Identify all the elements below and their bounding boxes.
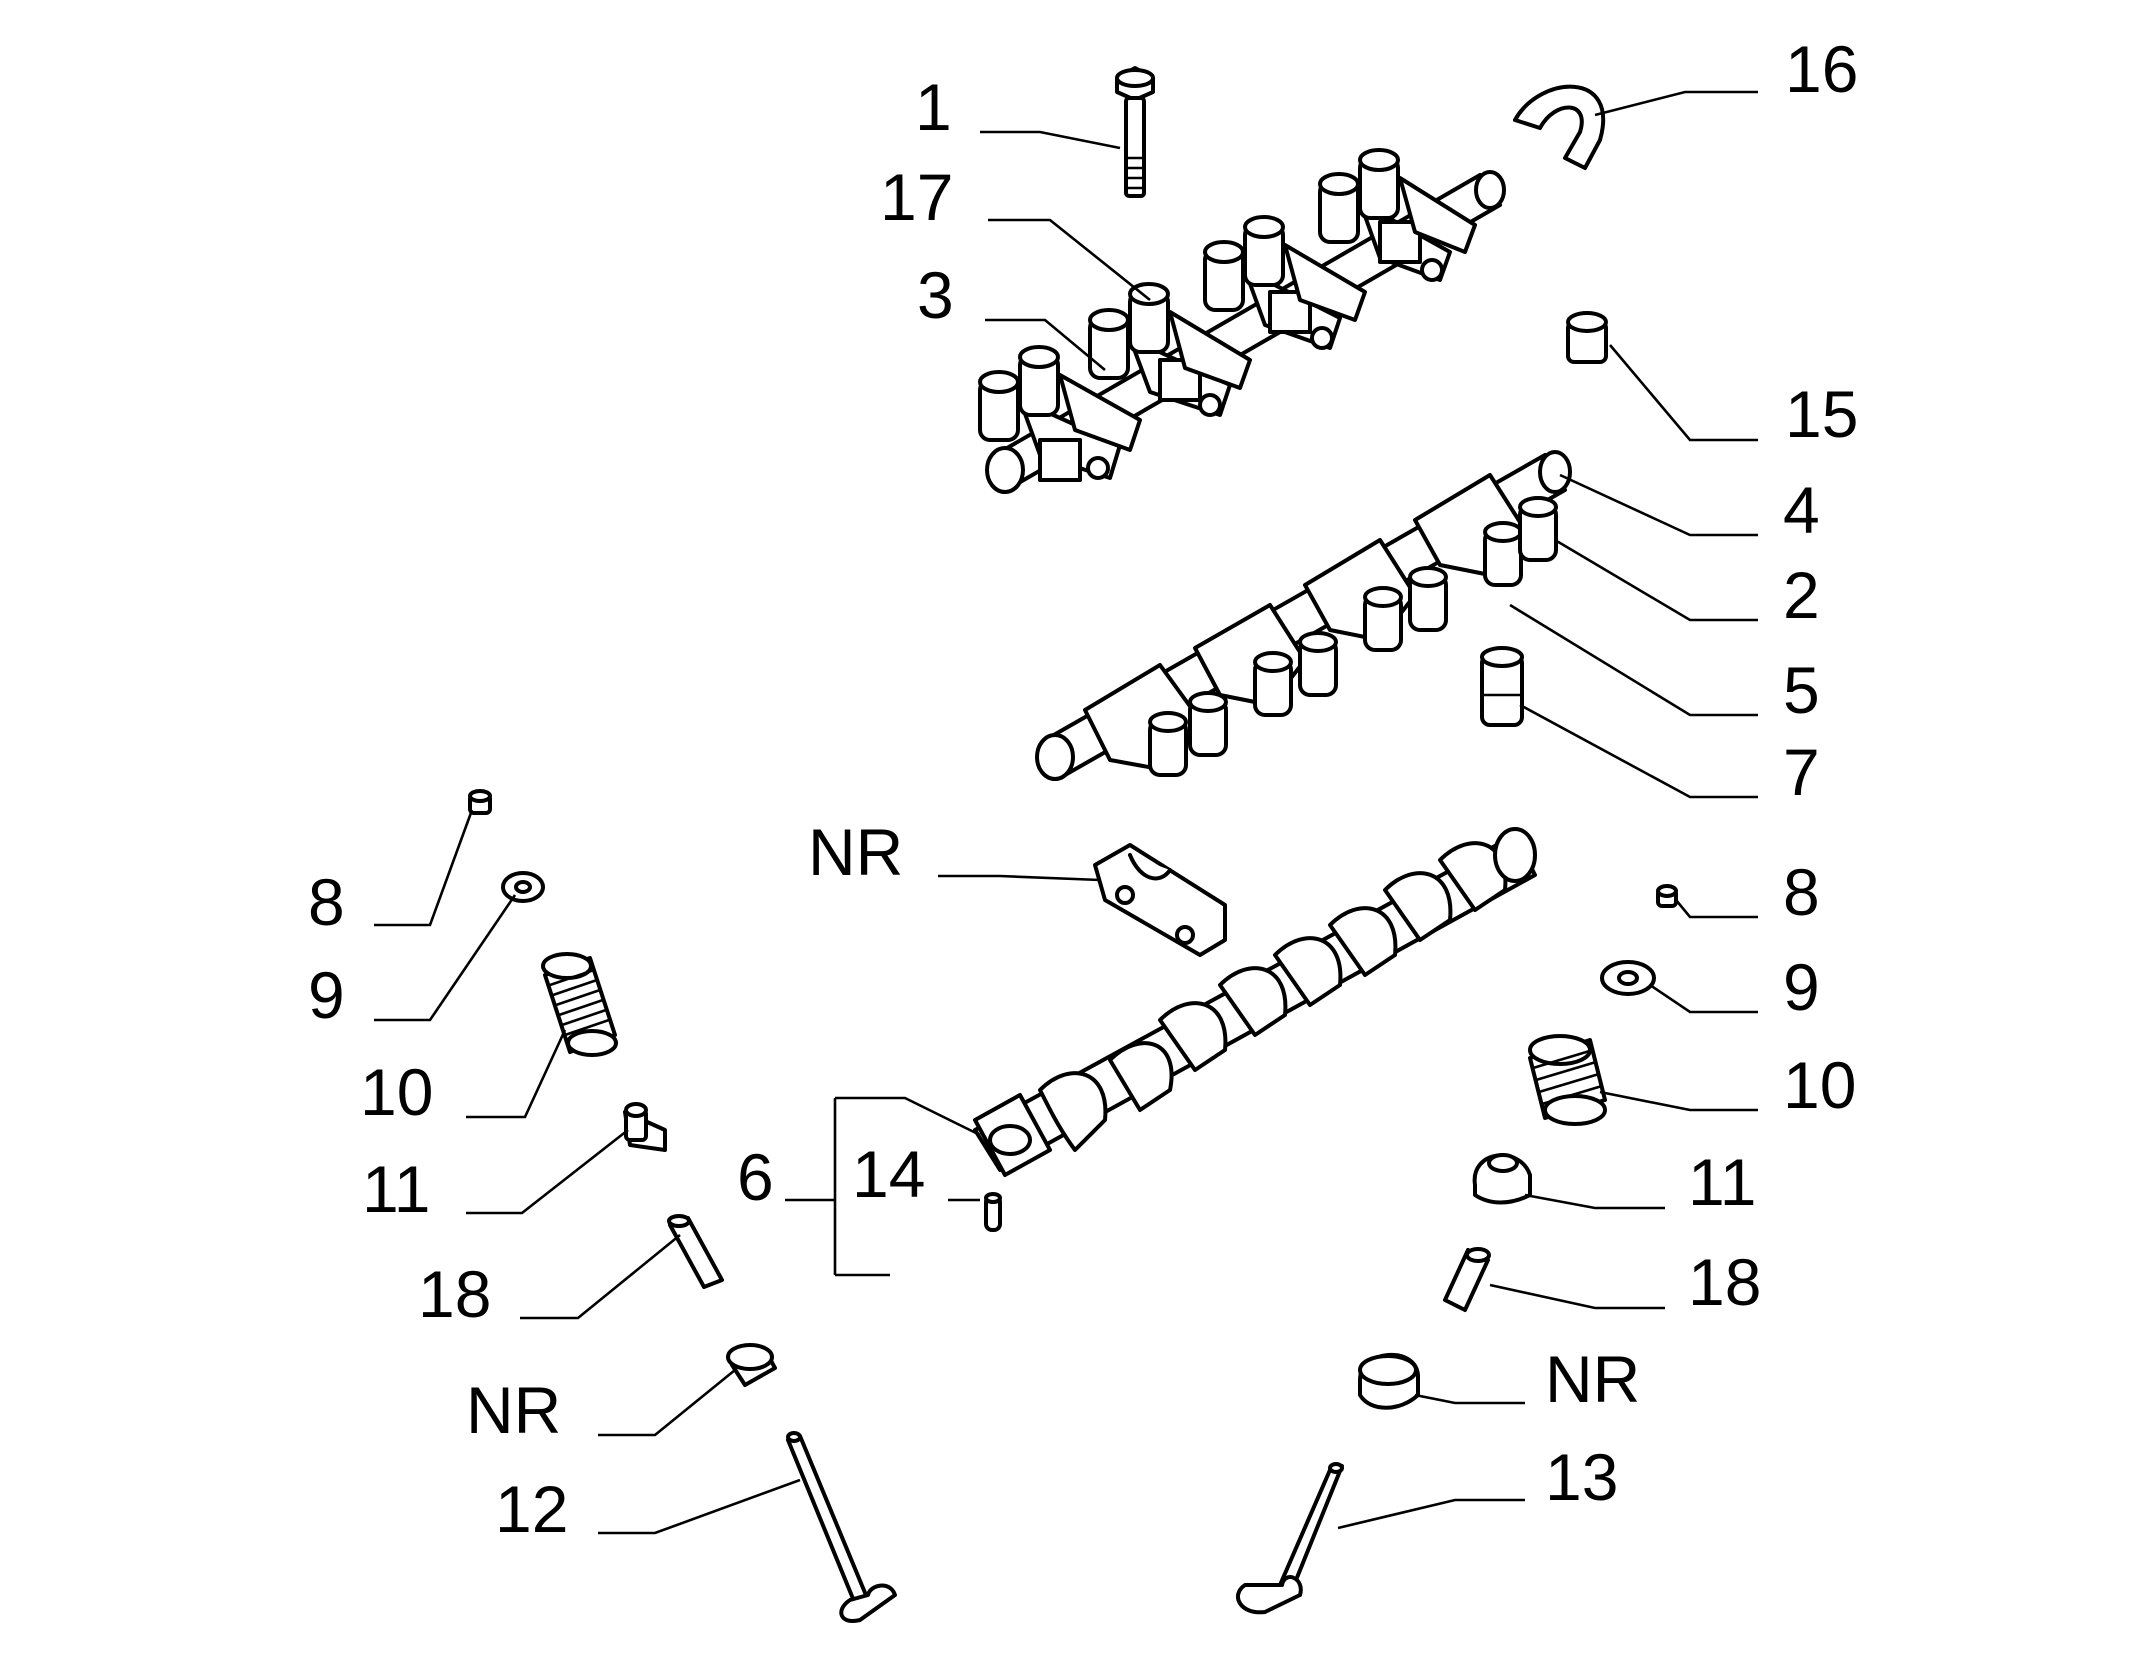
label-15: 15 <box>1785 377 1858 451</box>
exhaust-valve-part <box>1235 1462 1344 1615</box>
right-nr-ring-part <box>1358 1352 1420 1410</box>
label-nr-left: NR <box>466 1373 561 1447</box>
label-10-left: 10 <box>360 1055 433 1129</box>
left-valve-stem-seal-part <box>623 1102 667 1152</box>
bolt-part <box>1115 66 1155 198</box>
label-14: 14 <box>852 1137 925 1211</box>
left-valve-cotter-part <box>468 789 492 815</box>
label-4: 4 <box>1783 473 1820 547</box>
hydraulic-tappet-part <box>1480 646 1524 727</box>
label-8-right: 8 <box>1783 855 1820 929</box>
right-valve-stem-seal-part <box>1472 1153 1532 1205</box>
label-9-left: 9 <box>308 958 345 1032</box>
dowel-pin-part <box>984 1192 1002 1232</box>
label-7: 7 <box>1783 735 1820 809</box>
upper-rocker-shaft-assembly <box>978 148 1506 494</box>
bush-part <box>1566 311 1608 364</box>
label-11-left: 11 <box>362 1152 431 1226</box>
left-nr-ring-part <box>726 1343 777 1387</box>
label-13: 13 <box>1545 1440 1618 1514</box>
label-18-right: 18 <box>1688 1245 1761 1319</box>
label-5: 5 <box>1783 653 1820 727</box>
label-18-left: 18 <box>418 1257 491 1331</box>
intake-valve-part <box>786 1431 897 1623</box>
label-8-left: 8 <box>308 865 345 939</box>
label-3: 3 <box>917 258 954 332</box>
left-valve-guide-part <box>667 1214 724 1289</box>
label-1: 1 <box>915 70 952 144</box>
camshaft-part <box>973 827 1537 1177</box>
leader-lines <box>374 90 1758 1535</box>
left-spring-retainer-part <box>501 871 545 903</box>
lower-rocker-shaft-assembly <box>1035 450 1572 781</box>
label-17: 17 <box>880 160 953 234</box>
right-valve-guide-part <box>1443 1247 1491 1312</box>
left-valve-spring-part <box>541 952 618 1057</box>
right-valve-cotter-part <box>1656 884 1678 908</box>
right-valve-spring-part <box>1528 1034 1607 1126</box>
bearing-cap-part <box>1093 843 1227 957</box>
label-11-right: 11 <box>1688 1145 1757 1219</box>
label-9-right: 9 <box>1783 950 1820 1024</box>
label-2: 2 <box>1783 558 1820 632</box>
label-6: 6 <box>737 1140 774 1214</box>
right-spring-retainer-part <box>1600 960 1656 996</box>
callout-labels: 1 17 3 16 15 4 2 5 7 NR 8 9 10 11 18 NR … <box>308 32 1858 1546</box>
label-12: 12 <box>495 1472 568 1546</box>
label-nr-right: NR <box>1545 1342 1640 1416</box>
label-nr-top: NR <box>808 815 903 889</box>
label-16: 16 <box>1785 32 1858 106</box>
label-10-right: 10 <box>1783 1048 1856 1122</box>
clip-part <box>1513 84 1606 170</box>
